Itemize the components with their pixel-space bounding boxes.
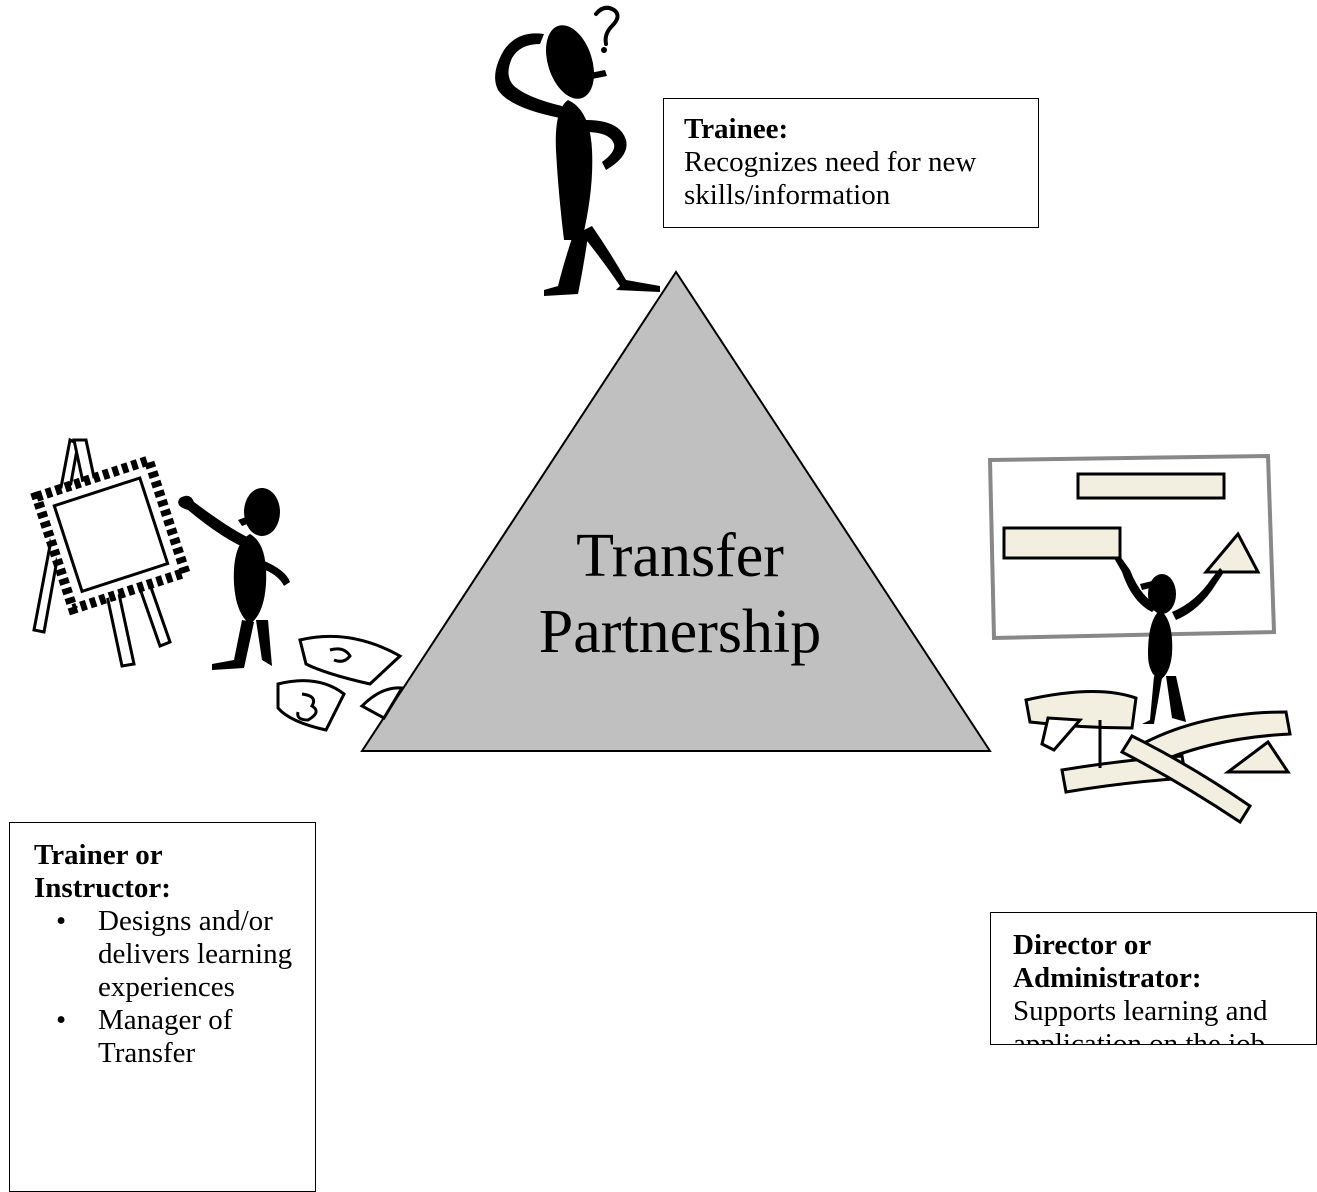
center-title-line2: Partnership	[538, 598, 822, 666]
trainer-list: Designs and/or delivers learning experie…	[34, 905, 305, 1070]
partnership-triangle	[360, 270, 992, 752]
director-heading: Director or Administrator:	[1013, 929, 1202, 994]
center-title-line1: Transfer	[576, 522, 784, 590]
thinking-person-icon	[495, 5, 660, 296]
trainer-list-item: Designs and/or delivers learning experie…	[56, 905, 305, 1004]
painter-at-easel-icon	[30, 437, 405, 732]
director-text: Supports learning and application on the…	[1013, 995, 1268, 1045]
center-title: Transfer Partnership	[470, 518, 890, 670]
trainer-list-item: Manager of Transfer	[56, 1004, 305, 1070]
trainee-heading: Trainee:	[684, 113, 789, 145]
trainer-heading: Trainer or Instructor:	[34, 839, 171, 904]
trainee-box: Trainee: Recognizes need for new skills/…	[663, 98, 1039, 228]
person-arranging-shapes-icon	[987, 453, 1292, 825]
trainee-text: Recognizes need for new skills/informati…	[684, 146, 977, 211]
director-box: Director or Administrator: Supports lear…	[990, 912, 1317, 1045]
trainer-box: Trainer or Instructor: Designs and/or de…	[9, 822, 316, 1192]
